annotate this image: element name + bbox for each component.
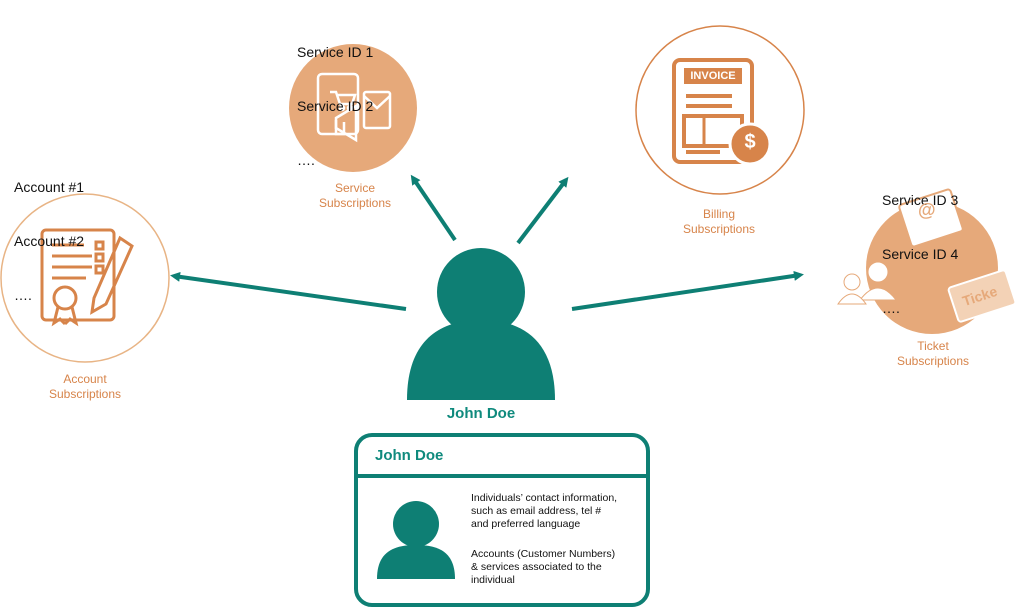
service-id-4: Service ID 4 (882, 246, 959, 262)
card-accounts-line1: Accounts (Customer Numbers) (471, 548, 616, 560)
ticket-icon (947, 269, 1017, 323)
card-accounts-line2: & services associated to the (471, 561, 602, 573)
invoice-icon (672, 58, 772, 166)
billing-caption-line2: Subscriptions (682, 222, 756, 236)
billing-node (635, 25, 805, 195)
arrow-to-billing (516, 176, 569, 245)
support-people-icon (837, 261, 898, 305)
account-id-more: …. (14, 287, 32, 303)
service-id-list: Service ID 1 Service ID 2 …. (297, 7, 373, 187)
ticket-caption-line2: Subscriptions (896, 354, 970, 368)
arrow-to-account (170, 271, 407, 311)
service-caption: Service Subscriptions (313, 181, 397, 211)
marketing-icon (316, 72, 392, 143)
account-id-2: Account #2 (14, 233, 85, 249)
service-caption-line1: Service (334, 181, 375, 195)
invoice-label: INVOICE (690, 70, 736, 82)
service-id-1: Service ID 1 (297, 44, 374, 60)
service-id-2: Service ID 2 (297, 98, 374, 114)
account-id-1: Account #1 (14, 179, 85, 195)
ticket-id-more: …. (882, 300, 900, 316)
card-avatar-icon (377, 501, 455, 579)
card-contact-line2: such as email address, tel # (471, 505, 602, 517)
card-accounts-line3: individual (471, 574, 515, 586)
ticket-node (837, 188, 1017, 334)
dollar-icon: $ (744, 131, 756, 153)
profile-card (354, 433, 650, 607)
email-envelope-icon (898, 188, 964, 248)
service-id-more: …. (297, 152, 315, 168)
ticket-caption: Ticket Subscriptions (890, 339, 976, 369)
ticket-id-list: Service ID 3 Service ID 4 …. (882, 155, 958, 335)
at-sign-icon: @ (918, 200, 936, 220)
ticket-caption-line1: Ticket (917, 339, 949, 353)
account-caption-line1: Account (63, 372, 107, 386)
account-caption: Account Subscriptions (42, 372, 128, 402)
service-caption-line2: Subscriptions (318, 196, 392, 210)
billing-caption-line1: Billing (702, 207, 735, 221)
account-caption-line2: Subscriptions (48, 387, 122, 401)
arrow-to-ticket (571, 270, 804, 311)
billing-caption: Billing Subscriptions (676, 207, 762, 237)
user-avatar-icon (407, 248, 555, 400)
account-node (0, 193, 170, 363)
arrow-to-service (410, 174, 457, 242)
service-node (289, 44, 417, 172)
card-contact-line1: Individuals’ contact information, (471, 492, 618, 504)
card-contact-info: Individuals’ contact information, such a… (471, 492, 641, 531)
card-accounts-info: Accounts (Customer Numbers) & services a… (471, 548, 641, 587)
card-title: John Doe (375, 447, 444, 464)
user-name: John Doe (446, 405, 516, 422)
contract-icon (40, 228, 134, 327)
service-id-3: Service ID 3 (882, 192, 959, 208)
card-contact-line3: and preferred language (471, 518, 581, 530)
account-id-list: Account #1 Account #2 …. (14, 142, 84, 322)
